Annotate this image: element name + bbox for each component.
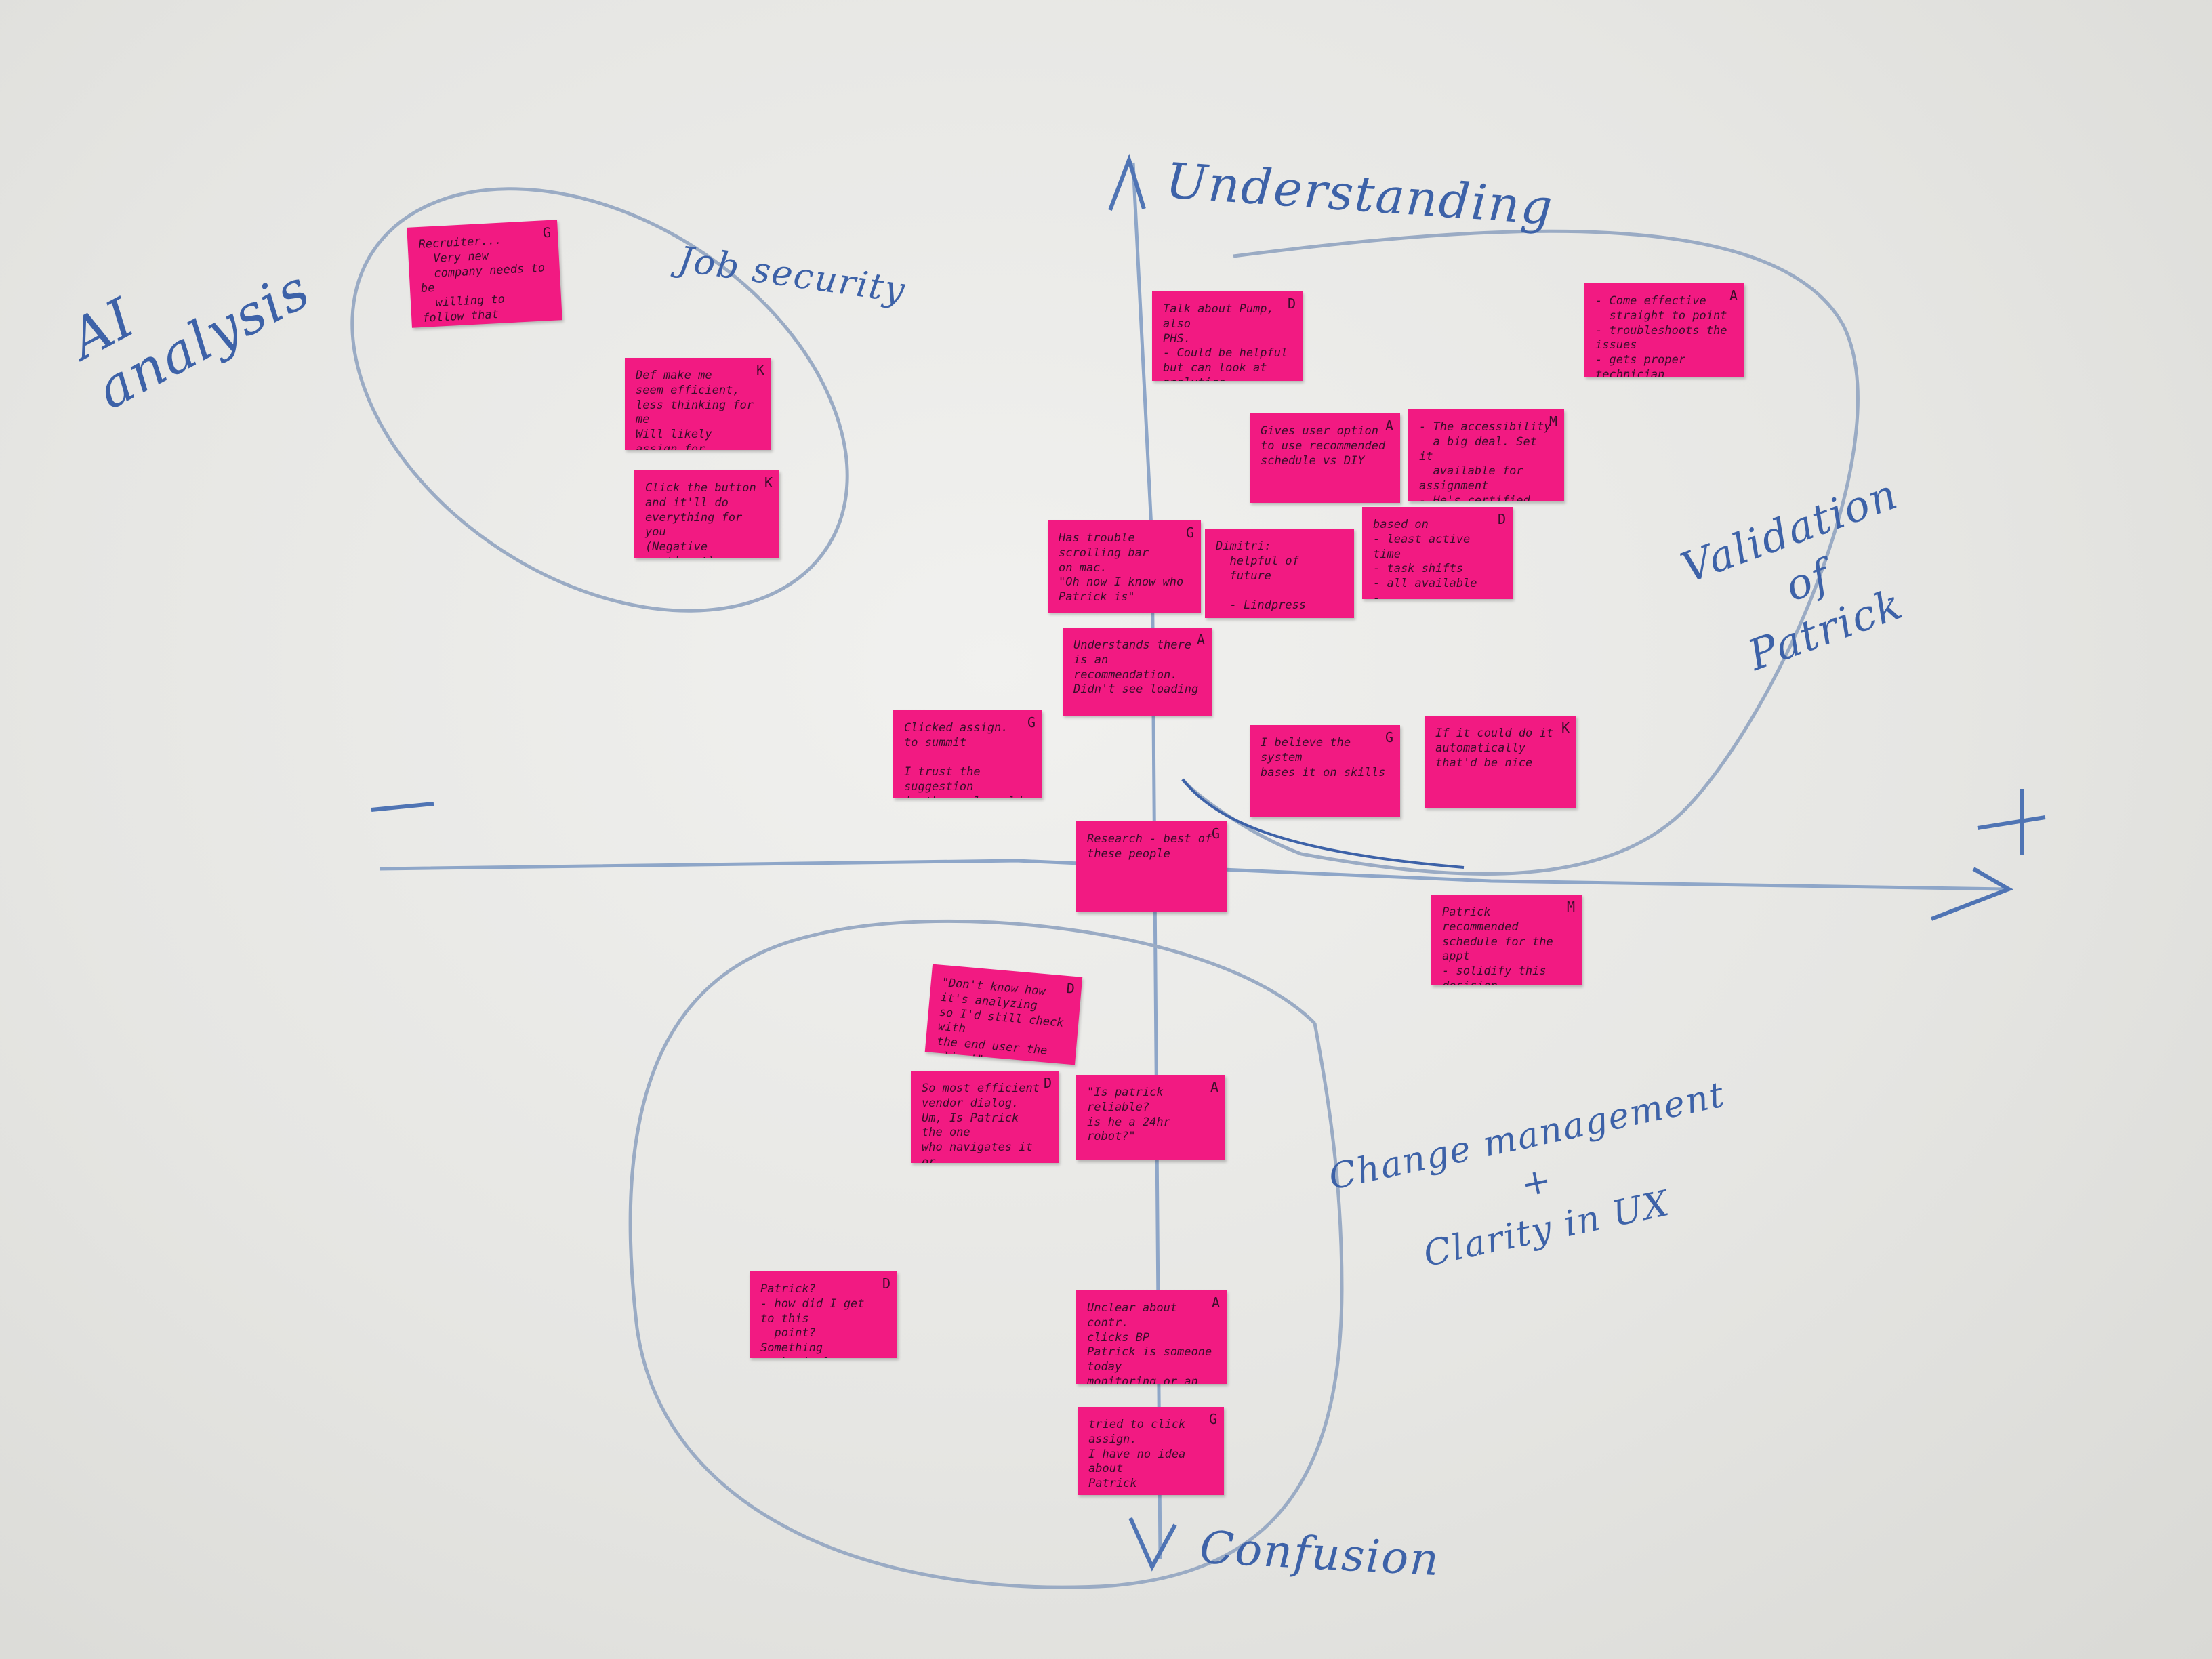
- note-initial: A: [1211, 1294, 1220, 1311]
- note-initial: G: [1027, 714, 1036, 731]
- sticky-note: M- The accessibility a big deal. Set it …: [1408, 409, 1564, 501]
- note-initial: G: [1208, 1411, 1217, 1427]
- vertical-axis-arrow-bottom: [1128, 1517, 1177, 1572]
- note-initial: D: [1043, 1075, 1052, 1091]
- sticky-note: K If it could do it automatically that'd …: [1425, 716, 1576, 808]
- note-text: - The accessibility a big deal. Set it a…: [1419, 420, 1551, 501]
- job-security-cluster-outline: [350, 187, 849, 613]
- note-initial: D: [1065, 979, 1076, 997]
- note-text: Recruiter... Very new company needs to b…: [418, 233, 546, 328]
- sticky-note: D"Don't know how it's analyzing so I'd s…: [924, 964, 1083, 1065]
- note-initial: M: [1549, 413, 1557, 430]
- note-text: Patrick? - how did I get to this point? …: [760, 1282, 865, 1358]
- note-text: I believe the system bases it on skills: [1261, 736, 1386, 779]
- minus-sign: [371, 802, 434, 812]
- sticky-note: Dimitri: helpful of future - Lindpress: [1205, 529, 1354, 618]
- note-initial: K: [1561, 720, 1570, 736]
- note-initial: D: [882, 1275, 890, 1292]
- note-initial: D: [1497, 511, 1506, 527]
- note-initial: G: [1185, 525, 1194, 541]
- sticky-note: M Patrick recommended schedule for the ap…: [1431, 895, 1582, 985]
- note-text: Click the button and it'll do everything…: [645, 481, 756, 558]
- note-initial: A: [1210, 1079, 1218, 1095]
- note-text: Patrick recommended schedule for the app…: [1442, 905, 1553, 985]
- note-text: tried to click assign. I have no idea ab…: [1088, 1418, 1186, 1490]
- note-initial: D: [1287, 295, 1296, 312]
- note-text: So most efficient vendor dialog. Um, Is …: [922, 1082, 1040, 1163]
- horizontal-axis-arrow-right: [1930, 867, 2013, 921]
- note-initial: K: [764, 474, 773, 491]
- note-text: "Don't know how it's analyzing so I'd st…: [935, 975, 1071, 1065]
- note-text: based on - least active time - task shif…: [1373, 518, 1477, 599]
- sticky-note: A- Come effective straight to point - tr…: [1584, 283, 1744, 377]
- note-text: Research - best of these people: [1087, 832, 1212, 861]
- note-initial: A: [1385, 417, 1393, 434]
- validation-cluster-outline: [1181, 229, 1860, 876]
- note-initial: G: [1211, 825, 1220, 842]
- change-management-cluster-outline: [628, 919, 1344, 1589]
- note-text: Dimitri: helpful of future - Lindpress: [1216, 539, 1307, 612]
- sticky-note: K Click the button and it'll do everythin…: [634, 470, 779, 558]
- note-initial: A: [1196, 632, 1205, 648]
- note-initial: M: [1566, 899, 1575, 915]
- horizontal-axis-line: [379, 859, 2007, 891]
- confusion-label: Confusion: [1198, 1521, 1441, 1586]
- plus-sign: [1977, 789, 2046, 855]
- note-initial: A: [1729, 287, 1738, 304]
- note-text: Has trouble scrolling bar on mac. "Oh no…: [1059, 531, 1184, 604]
- note-text: - Come effective straight to point - tro…: [1595, 294, 1727, 377]
- sticky-note: A "Is patrick reliable? is he a 24hr robo…: [1076, 1075, 1225, 1160]
- note-text: If it could do it automatically that'd b…: [1435, 726, 1553, 770]
- emphasis-stroke: [1181, 778, 1465, 869]
- note-initial: G: [1385, 729, 1393, 745]
- note-text: Clicked assign. to summit I trust the su…: [904, 721, 1029, 798]
- note-text: Understands there is an recommendation. …: [1073, 638, 1199, 697]
- note-initial: G: [542, 224, 552, 241]
- note-text: Gives user option to use recommended sch…: [1261, 424, 1386, 468]
- note-text: Unclear about contr. clicks BP Patrick i…: [1087, 1301, 1212, 1384]
- note-text: Talk about Pump, also PHS. - Could be he…: [1163, 302, 1288, 381]
- note-text: Def make me seem efficient, less thinkin…: [636, 369, 754, 450]
- vertical-axis-arrow-top: [1108, 153, 1146, 211]
- sticky-note: D Patrick? - how did I get to this point?…: [750, 1271, 897, 1358]
- note-initial: K: [756, 362, 764, 378]
- note-text: "Is patrick reliable? is he a 24hr robot…: [1087, 1086, 1170, 1144]
